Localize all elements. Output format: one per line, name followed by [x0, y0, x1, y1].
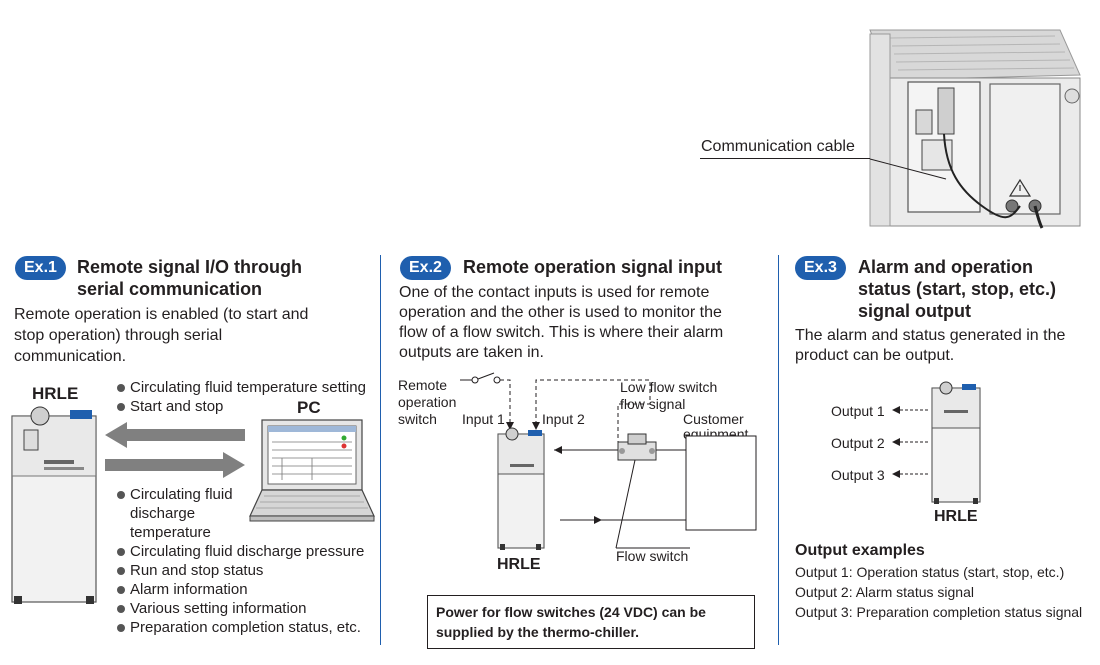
ex1-from-pc-list: Circulating fluid discharge pressure Run…	[117, 542, 382, 637]
list-item: Run and stop status	[117, 561, 382, 580]
list-item: Circulating fluid discharge pressure	[117, 542, 382, 561]
output-example-2: Output 2: Alarm status signal	[795, 584, 974, 600]
ex1-title-line2: serial communication	[77, 279, 263, 299]
remote-switch-label: Remote operation switch	[398, 377, 457, 427]
ex2-power-note: Power for flow switches (24 VDC) can be …	[427, 595, 755, 649]
chiller-unit-icon	[931, 381, 981, 504]
list-item: Various setting information	[117, 599, 382, 618]
ex3-output-diagram	[892, 381, 981, 504]
ex2-desc-line4: outputs are taken in.	[399, 344, 544, 361]
output-examples-heading: Output examples	[795, 542, 925, 559]
list-item: Circulating fluid discharge temperature	[117, 485, 277, 542]
list-item: Start and stop	[117, 397, 382, 416]
laptop-pc-icon	[249, 419, 375, 522]
ex1-desc-line2: stop operation) through serial	[14, 327, 223, 344]
ex1-unit-label: HRLE	[32, 384, 79, 403]
ex1-pc-label: PC	[297, 398, 321, 417]
ex3-title-line3: signal output	[858, 301, 971, 321]
output-3-label: Output 3	[831, 467, 885, 483]
ex1-signal-arrows	[105, 422, 245, 478]
ex3-title-line1: Alarm and operation	[858, 257, 1034, 277]
ex1-desc-line3: communication.	[14, 348, 127, 365]
ex1-to-pc-list: Circulating fluid temperature setting St…	[117, 378, 382, 416]
list-item: Preparation completion status, etc.	[117, 618, 382, 637]
input2-label: Input 2	[542, 411, 585, 427]
ex2-unit-label: HRLE	[497, 556, 541, 573]
chiller-unit-icon	[497, 427, 545, 550]
low-flow-label: Low flow switch flow signal	[620, 379, 718, 412]
divider-1	[380, 255, 381, 645]
input1-label: Input 1	[462, 411, 505, 427]
ex1-badge: Ex.1	[15, 256, 66, 280]
cable-label-leader	[700, 158, 870, 159]
communication-cable-label: Communication cable	[701, 138, 855, 155]
output-example-3: Output 3: Preparation completion status …	[795, 604, 1083, 620]
ex2-title: Remote operation signal input	[463, 257, 723, 277]
output-example-1: Output 1: Operation status (start, stop,…	[795, 564, 1065, 580]
ex2-wiring-diagram	[460, 372, 757, 550]
ex3-badge: Ex.3	[795, 256, 846, 280]
output-2-label: Output 2	[831, 435, 885, 451]
ex1-from-pc-first: Circulating fluid discharge temperature	[117, 485, 277, 542]
ex3-desc-line1: The alarm and status generated in the	[795, 327, 1066, 344]
ex1-desc-line1: Remote operation is enabled (to start an…	[14, 306, 309, 323]
ex2-desc-line3: flow of a flow switch. This is where the…	[399, 324, 724, 341]
ex3-unit-label: HRLE	[934, 508, 978, 525]
output-1-label: Output 1	[831, 403, 885, 419]
ex2-desc-line1: One of the contact inputs is used for re…	[399, 284, 710, 301]
ex2-badge: Ex.2	[400, 256, 451, 280]
flow-switch-label: Flow switch	[616, 548, 689, 564]
ex1-title-line1: Remote signal I/O through	[77, 257, 303, 277]
ex3-desc-line2: product can be output.	[795, 347, 955, 364]
ex2-desc-line2: operation and the other is used to monit…	[399, 304, 722, 321]
chiller-photo-illustration	[869, 29, 1081, 229]
ex3-title-line2: status (start, stop, etc.)	[858, 279, 1057, 299]
flow-switch-icon	[617, 433, 657, 461]
chiller-unit-icon	[11, 406, 97, 604]
list-item: Alarm information	[117, 580, 382, 599]
list-item: Circulating fluid temperature setting	[117, 378, 382, 397]
warning-icon	[1008, 178, 1032, 197]
divider-2	[778, 255, 779, 645]
